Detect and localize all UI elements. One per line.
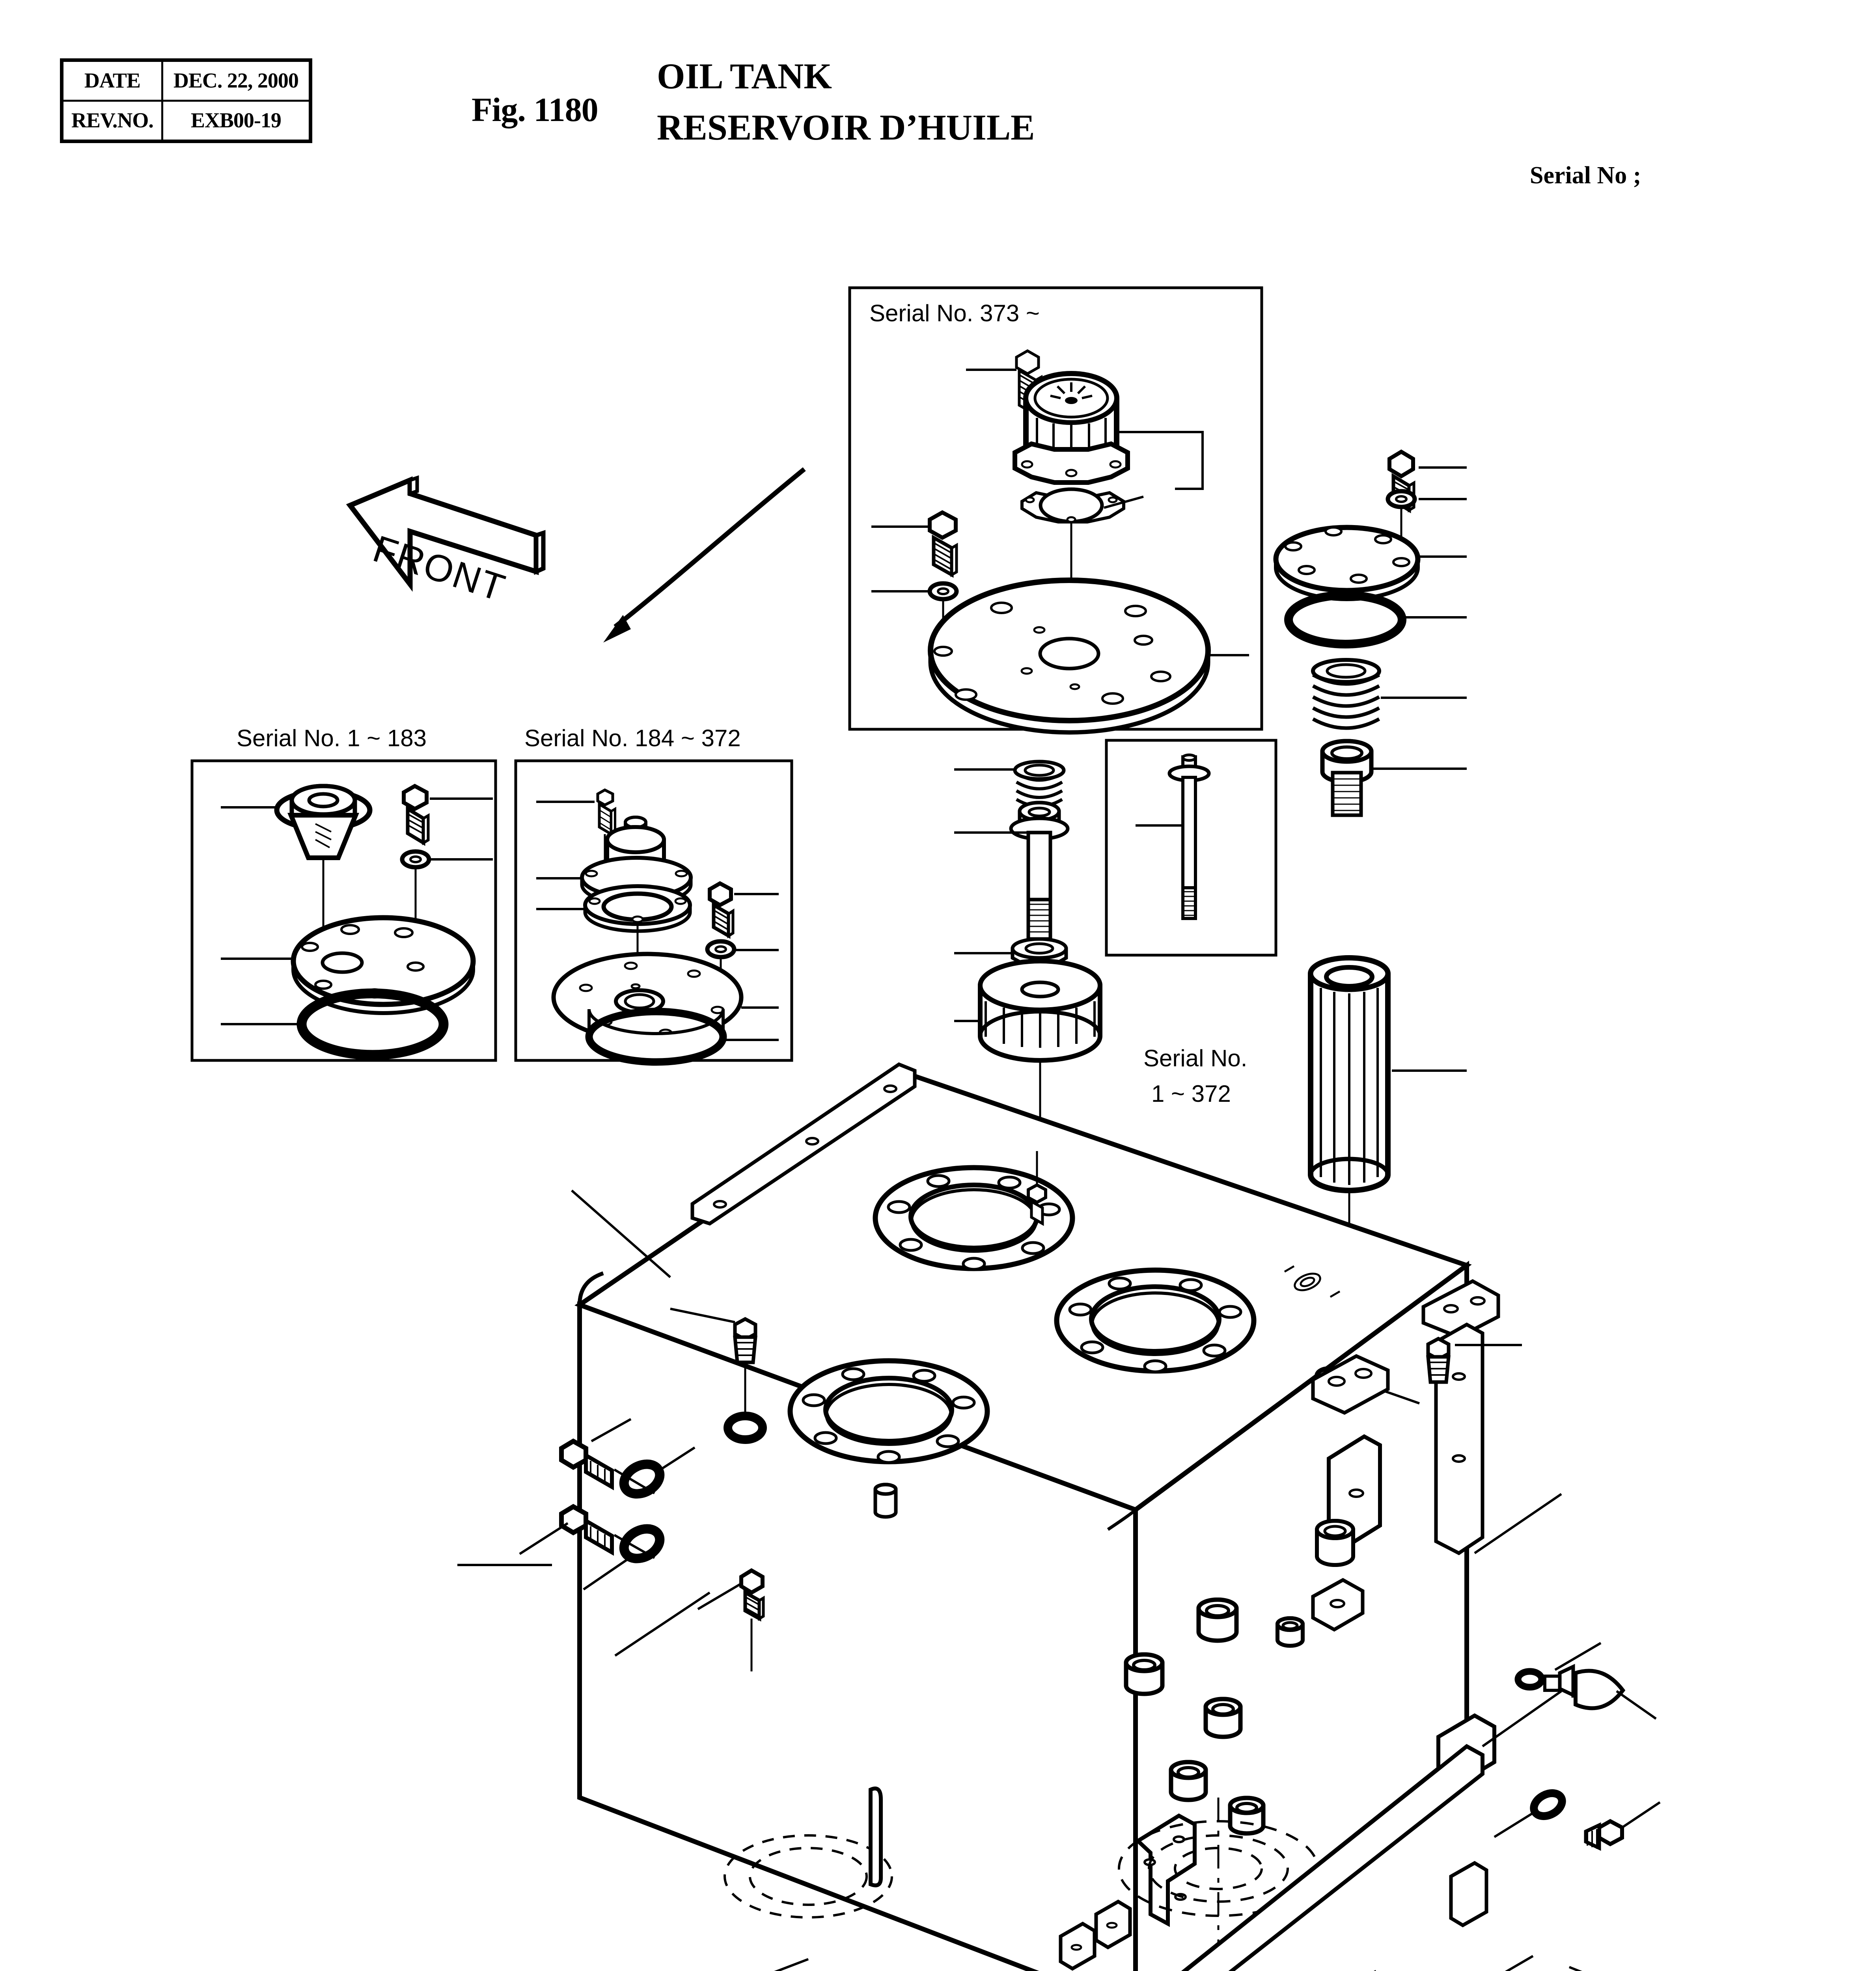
breather-cap-icon <box>1013 371 1204 490</box>
cover-oring-icon <box>221 988 449 1060</box>
washer-bolt-stack-icon <box>1505 1955 1534 1971</box>
valve-gasket-icon <box>536 884 692 974</box>
strainer-cover-plate-icon <box>551 952 779 1066</box>
page-title-english: OIL TANK <box>657 56 832 96</box>
tank-boss-icon <box>1124 1652 1165 1696</box>
date-label: DATE <box>61 59 163 102</box>
hex-bolt-icon <box>871 510 957 658</box>
revno-label: REV.NO. <box>61 100 163 142</box>
tank-boss-icon <box>1228 1796 1266 1836</box>
tank-cover-plate-icon <box>928 578 1249 735</box>
suction-strainer-plug-icon <box>221 784 373 946</box>
hex-bolt-icon <box>697 1568 765 1671</box>
oring-icon <box>583 1524 665 1591</box>
cap-gasket-icon <box>1020 487 1144 619</box>
oring-icon <box>1494 1789 1566 1838</box>
inset-serial-1-183 <box>190 759 497 1062</box>
hex-bolt-icon <box>519 1504 655 1559</box>
relief-valve-body-icon <box>536 816 693 906</box>
inset-serial-184-372 <box>514 759 793 1066</box>
relief-valve-plug-icon <box>1320 739 1467 817</box>
page-header: DATE DEC. 22, 2000 REV.NO. EXB00-19 Fig.… <box>0 0 1876 221</box>
inset-serial-1-372 <box>1105 739 1277 957</box>
long-tie-bolt-icon <box>1136 753 1211 920</box>
long-tie-rod-icon <box>954 831 1052 941</box>
inset-caption-serial-373: Serial No. 373 ~ <box>869 300 1040 326</box>
revno-value: EXB00-19 <box>161 100 312 142</box>
tank-boss-icon <box>1196 1597 1239 1643</box>
valve-oring-icon <box>1284 591 1467 648</box>
inset-serial-373 <box>848 286 1263 735</box>
socket-fitting-icon <box>670 1308 763 1440</box>
hex-bolt-icon <box>1027 1151 1047 1226</box>
tank-port-flange-icon <box>1054 1267 1257 1374</box>
valve-cover-plate-icon <box>1273 525 1467 601</box>
tank-port-flange-icon <box>873 1165 1075 1271</box>
figure-number: Fig. 1180 <box>472 91 599 129</box>
date-value: DEC. 22, 2000 <box>161 59 312 102</box>
suction-strainer-element-icon <box>954 959 1102 1305</box>
hex-bolt-icon <box>402 784 493 958</box>
table-row: REV.NO. EXB00-19 <box>61 100 312 142</box>
oring-icon <box>619 1446 696 1499</box>
drain-plug-icon <box>1514 1642 1657 1720</box>
relief-spring-icon <box>1311 658 1467 730</box>
inset-caption-serial-1-372-line1: Serial No. <box>1143 1045 1248 1071</box>
oil-tank-body <box>574 1062 1500 1971</box>
inset-caption-serial-1-372-line2: 1 ~ 372 <box>1151 1081 1231 1107</box>
leader-lines <box>457 1189 1583 1971</box>
serial-no-label: Serial No ; <box>1530 162 1641 189</box>
tank-port-flange-icon <box>787 1358 990 1464</box>
center-column-parts <box>954 760 1102 1305</box>
tank-boss-icon <box>1203 1697 1243 1739</box>
inset-caption-serial-1-183: Serial No. 1 ~ 183 <box>237 725 427 751</box>
inset-caption-serial-184-372: Serial No. 184 ~ 372 <box>524 725 741 751</box>
hex-bolt-icon <box>1584 1801 1661 1851</box>
table-row: DATE DEC. 22, 2000 <box>61 59 312 102</box>
hex-bolt-icon <box>559 1418 655 1494</box>
tank-boss-icon <box>1169 1760 1208 1802</box>
socket-fitting-icon <box>1426 1336 1522 1384</box>
tank-boss-icon <box>1276 1616 1305 1648</box>
strainer-cover-plate-icon <box>221 915 476 1015</box>
page-title-french: RESERVOIR D’HUILE <box>657 107 1035 147</box>
revision-table: DATE DEC. 22, 2000 REV.NO. EXB00-19 <box>60 58 312 143</box>
